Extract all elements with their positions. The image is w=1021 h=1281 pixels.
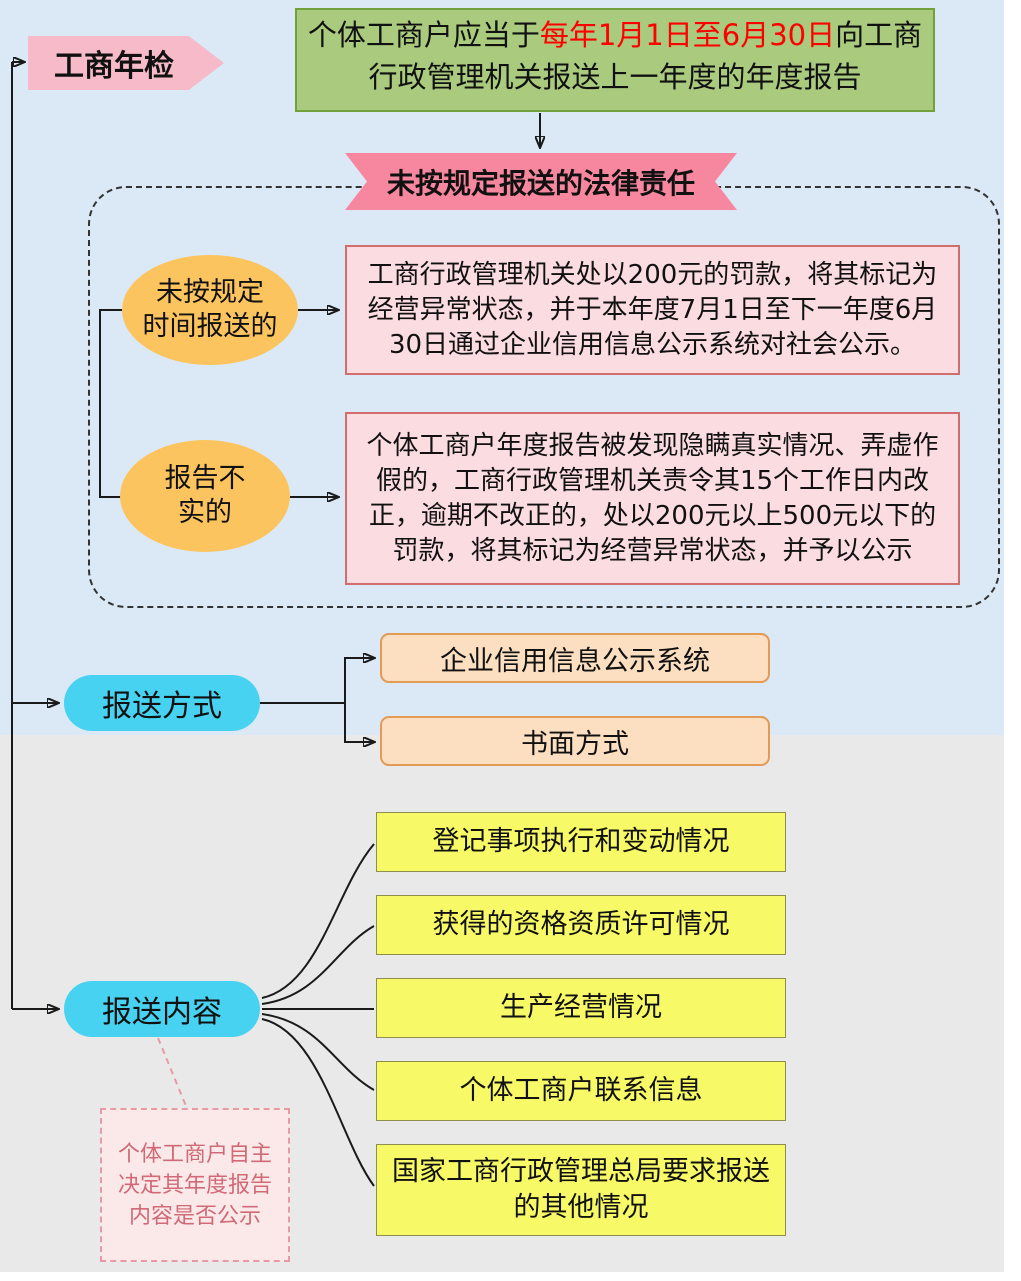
- curve-content-1: [261, 843, 375, 999]
- content-item-1: 登记事项执行和变动情况: [432, 826, 730, 857]
- content-item-box-1: 登记事项执行和变动情况: [376, 812, 786, 872]
- intro-text: 个体工商户应当于每年1月1日至6月30日向工商行政管理机关报送上一年度的年度报告: [308, 18, 922, 94]
- curve-content-2: [261, 925, 375, 1005]
- contents-node: 报送内容: [64, 981, 260, 1037]
- legal-banner: 未按规定报送的法律责任: [345, 153, 737, 210]
- contents-label: 报送内容: [102, 995, 222, 1030]
- case-label-false: 报告不 实的: [164, 463, 246, 528]
- arrow-method-1: [344, 658, 374, 703]
- content-item-box-2: 获得的资格资质许可情况: [376, 895, 786, 955]
- content-item-2: 获得的资格资质许可情况: [432, 909, 730, 940]
- note-box: 个体工商户自主决定其年度报告内容是否公示: [100, 1108, 290, 1262]
- dashed-note-link: [157, 1037, 187, 1107]
- methods-node: 报送方式: [64, 675, 260, 731]
- case-detail-box-false: 个体工商户年度报告被发现隐瞒真实情况、弄虚作假的，工商行政管理机关责令其15个工…: [345, 412, 960, 585]
- bracket-cases: [99, 309, 128, 498]
- case-detail-late: 工商行政管理机关处以200元的罚款，将其标记为经营异常状态，并于本年度7月1日至…: [367, 259, 938, 360]
- content-item-5: 国家工商行政管理总局要求报送的其他情况: [392, 1156, 770, 1223]
- case-detail-false: 个体工商户年度报告被发现隐瞒真实情况、弄虚作假的，工商行政管理机关责令其15个工…: [366, 430, 939, 566]
- note-text: 个体工商户自主决定其年度报告内容是否公示: [117, 1141, 272, 1229]
- case-label-ellipse-false: 报告不 实的: [120, 440, 290, 552]
- case-detail-box-late: 工商行政管理机关处以200元的罚款，将其标记为经营异常状态，并于本年度7月1日至…: [345, 245, 960, 375]
- arrow-method-2: [344, 703, 374, 742]
- content-item-4: 个体工商户联系信息: [459, 1075, 703, 1106]
- method-option-online: 企业信用信息公示系统: [440, 645, 710, 677]
- methods-label: 报送方式: [102, 689, 222, 724]
- intro-prefix: 个体工商户应当于: [307, 18, 540, 52]
- content-item-3: 生产经营情况: [500, 992, 662, 1023]
- content-item-box-4: 个体工商户联系信息: [376, 1061, 786, 1121]
- intro-suffix: 向工商行政管理机关报送上一年度的年度报告: [368, 18, 923, 94]
- case-label-ellipse-late: 未按规定 时间报送的: [122, 255, 298, 365]
- content-item-box-3: 生产经营情况: [376, 978, 786, 1038]
- legal-banner-label: 未按规定报送的法律责任: [386, 166, 695, 200]
- method-option-box-paper: 书面方式: [380, 716, 770, 766]
- root-node: 工商年检: [28, 36, 224, 90]
- method-option-box-online: 企业信用信息公示系统: [380, 633, 770, 683]
- intro-highlight: 每年1月1日至6月30日: [539, 18, 836, 52]
- intro-box: 个体工商户应当于每年1月1日至6月30日向工商行政管理机关报送上一年度的年度报告: [295, 8, 935, 112]
- curve-content-5: [261, 1018, 375, 1187]
- content-item-box-5: 国家工商行政管理总局要求报送的其他情况: [376, 1144, 786, 1236]
- curve-content-4: [261, 1013, 375, 1091]
- root-title: 工商年检: [54, 49, 174, 84]
- case-label-late: 未按规定 时间报送的: [142, 277, 278, 342]
- method-option-paper: 书面方式: [521, 728, 629, 760]
